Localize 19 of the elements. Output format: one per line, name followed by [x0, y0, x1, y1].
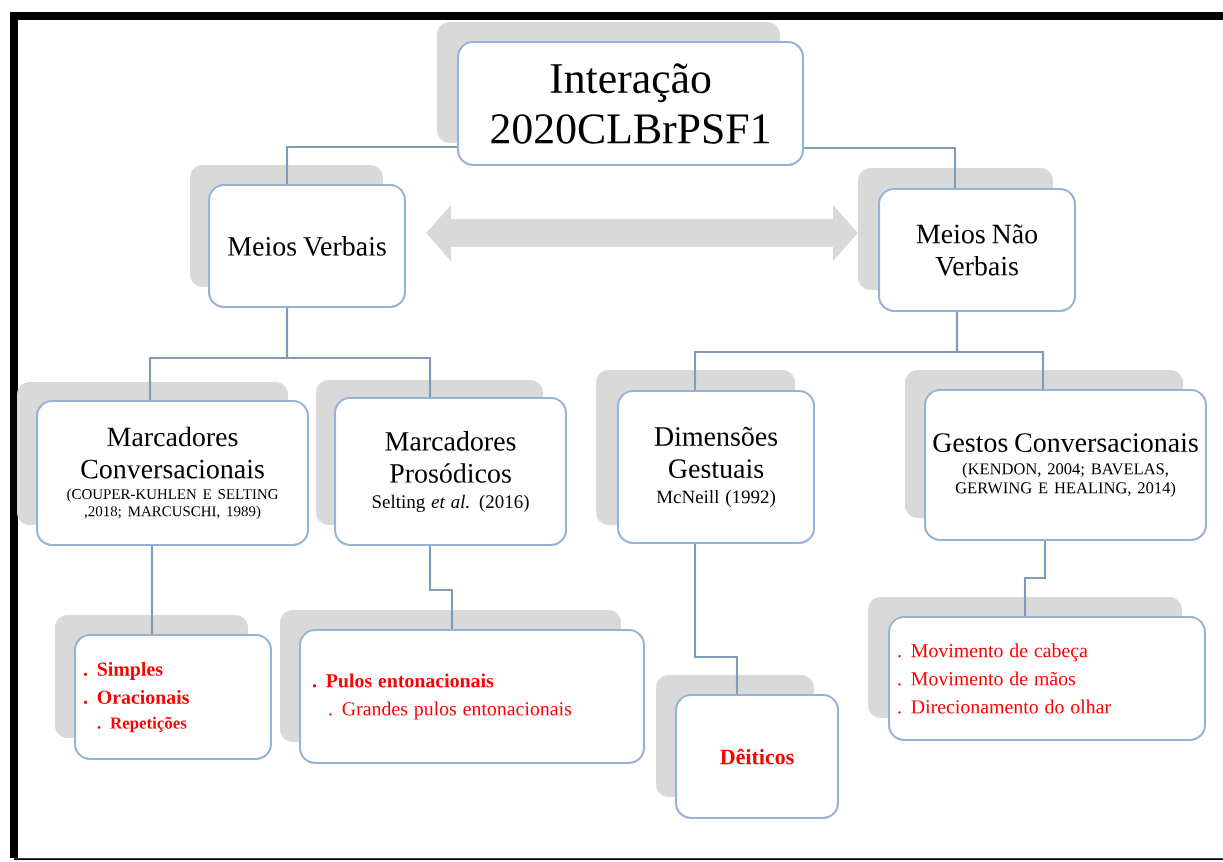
text-box: . Simples . Oracionais . Repetições: [73, 633, 273, 761]
text-box: Marcadores Conversacionais (COUPER-KUHLEN E SELTING ,2018; MARCUSCHI, 1989): [35, 399, 310, 547]
text-box: Meios Não Verbais: [877, 187, 1077, 313]
text-box: Interação 2020CLBrPSF1: [457, 40, 805, 167]
text-box: Dêiticos: [674, 693, 840, 820]
connector-line: [285, 145, 457, 184]
text-box: Dimensões Gestuais McNeill (1992): [616, 389, 816, 545]
text-box: Marcadores Prosódicos Selting et al. (2016): [333, 396, 568, 547]
connector-line: [804, 146, 957, 188]
connector-line: [285, 308, 432, 397]
text-box: Meios Verbais: [207, 183, 407, 309]
connector-line: [955, 312, 1045, 389]
connector-line: [693, 544, 739, 694]
connector-line: [428, 546, 454, 629]
text-box: Gestos Conversacionais (KENDON, 2004; BAVELAS, GERWING E HEALING, 2014): [924, 388, 1208, 542]
connector-line: [1023, 541, 1047, 616]
text-box: . Movimento de cabeça . Movimento de mãos . Direcionamento do olhar: [888, 615, 1207, 742]
connector-line: [150, 546, 154, 634]
text-box: . Pulos entonacionais . Grandes pulos entonacionais: [299, 628, 646, 765]
